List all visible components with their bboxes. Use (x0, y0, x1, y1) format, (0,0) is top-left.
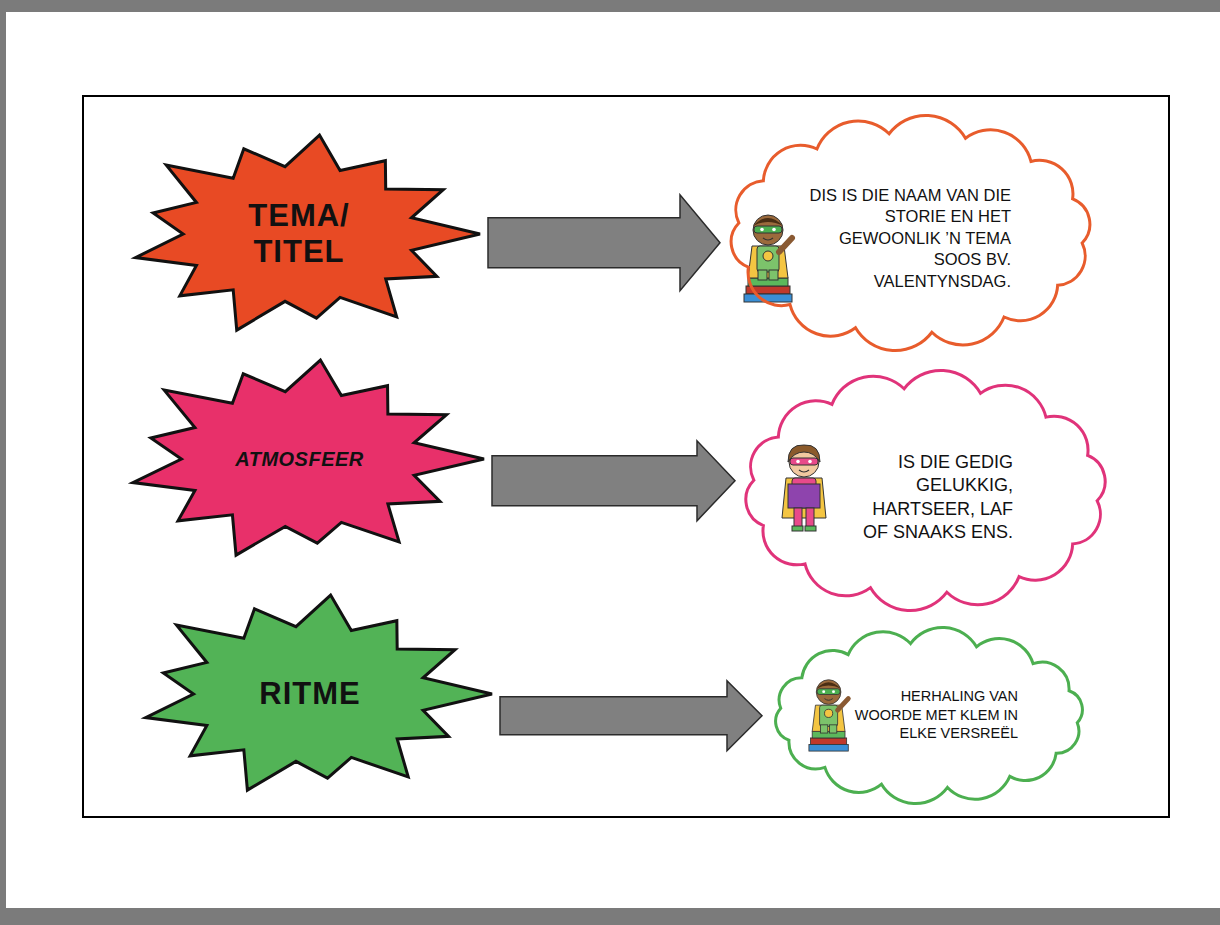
superhero-figure (782, 445, 826, 531)
heading-label: TEMA/ TITEL (234, 198, 364, 269)
thought-cloud: DIS IS DIE NAAM VAN DIE STORIE EN HET GE… (718, 113, 1103, 353)
description-text: HERHALING VAN WOORDE MET KLEM IN ELKE VE… (853, 687, 1018, 744)
frame (83, 96, 1169, 817)
page-edge (0, 908, 1220, 925)
page-edge (0, 12, 6, 925)
thought-cloud: HERHALING VAN WOORDE MET KLEM IN ELKE VE… (760, 623, 1098, 808)
block-arrow (488, 195, 720, 291)
block-arrow (492, 441, 735, 521)
starburst-label: ATMOSFEER (112, 350, 487, 568)
starburst-outline (136, 135, 480, 330)
text-area: DIS IS DIE NAAM VAN DIE STORIE EN HET GE… (806, 181, 1011, 296)
text-area: RITME (185, 625, 435, 763)
heading-label: RITME (259, 676, 360, 712)
block-arrow (500, 681, 762, 751)
text-area: IS DIE GEDIG GELUKKIG, HARTSEER, LAF OF … (843, 435, 1013, 560)
text-area: ATMOSFEER (172, 390, 427, 528)
heading-label: ATMOSFEER (235, 448, 364, 471)
text-area: HERHALING VAN WOORDE MET KLEM IN ELKE VE… (853, 675, 1018, 755)
starburst-label: RITME (125, 585, 495, 803)
superhero-figure (809, 680, 848, 751)
description-text: DIS IS DIE NAAM VAN DIE STORIE EN HET GE… (806, 185, 1011, 292)
text-area: TEMA/ TITEL (175, 165, 423, 303)
starburst-label: TEMA/ TITEL (115, 125, 483, 343)
description-text: IS DIE GEDIG GELUKKIG, HARTSEER, LAF OF … (843, 451, 1013, 545)
cloud-outline (731, 115, 1090, 350)
thought-cloud: IS DIE GEDIG GELUKKIG, HARTSEER, LAF OF … (733, 368, 1118, 613)
cloud-outline (746, 370, 1105, 610)
cloud-outline (776, 627, 1083, 803)
starburst-outline (146, 595, 492, 790)
starburst-outline (133, 360, 484, 555)
page-edge (0, 0, 1220, 12)
